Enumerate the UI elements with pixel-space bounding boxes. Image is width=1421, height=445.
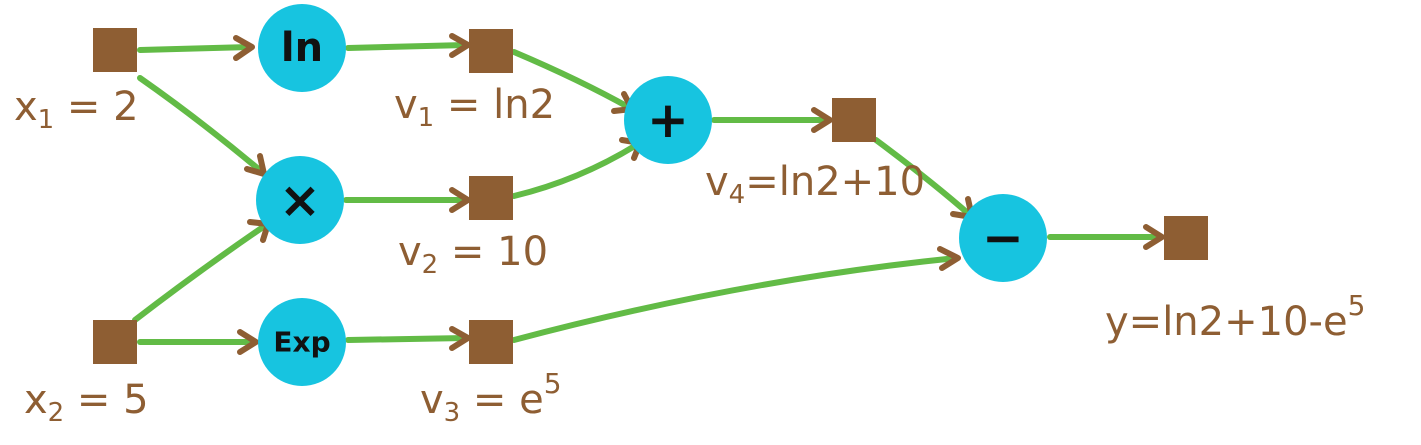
node-v2 xyxy=(469,176,513,220)
op-ln: ln xyxy=(258,4,346,92)
edge-v4-sub xyxy=(873,137,973,218)
label-v1: v1 = ln2 xyxy=(394,82,555,133)
label-v3: v3 = e5 xyxy=(420,367,562,428)
edge-x1-ln xyxy=(137,44,253,53)
arrowhead xyxy=(237,329,259,355)
arrowhead xyxy=(449,326,471,351)
edges xyxy=(132,33,1165,355)
label-x2: x2 = 5 xyxy=(24,377,149,428)
op-mul-label: × xyxy=(279,171,321,229)
op-exp: Exp xyxy=(258,298,346,386)
edge-x1-mul xyxy=(137,75,265,175)
edge-x2-mul xyxy=(132,222,269,323)
label-x1: x1 = 2 xyxy=(14,84,139,135)
op-ln-label: ln xyxy=(281,25,323,71)
label-v2: v2 = 10 xyxy=(398,229,548,280)
edge-exp-v3 xyxy=(345,335,469,343)
op-sub: − xyxy=(959,194,1047,282)
node-v4 xyxy=(832,98,876,142)
arrowhead xyxy=(811,107,833,133)
arrowhead xyxy=(244,153,267,177)
op-add: + xyxy=(624,76,712,164)
edge-ln-v1 xyxy=(345,42,469,51)
arrowhead xyxy=(233,35,255,61)
op-exp-label: Exp xyxy=(273,326,330,359)
edge-v2-add xyxy=(511,141,641,199)
edge-v3-sub xyxy=(511,255,959,343)
node-v3 xyxy=(469,320,513,364)
label-y: y=ln2+10-e5 xyxy=(1105,289,1365,345)
arrowhead xyxy=(449,187,471,213)
edge-v1-add xyxy=(511,49,633,111)
node-x1 xyxy=(93,28,137,72)
node-v1 xyxy=(469,29,513,73)
op-sub-label: − xyxy=(982,209,1024,267)
arrowhead xyxy=(449,33,471,58)
label-v4: v4=ln2+10 xyxy=(705,159,925,210)
op-add-label: + xyxy=(647,91,689,149)
node-x2 xyxy=(93,320,137,364)
arrowhead xyxy=(1143,224,1165,250)
arrowhead xyxy=(937,246,961,271)
node-y xyxy=(1164,216,1208,260)
op-mul: × xyxy=(256,156,344,244)
